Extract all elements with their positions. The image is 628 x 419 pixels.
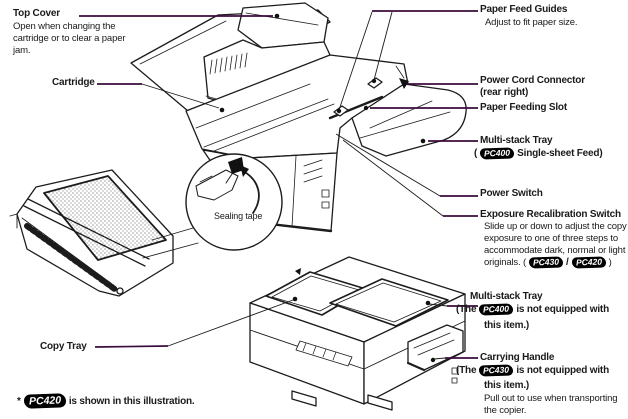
- carrying-handle-desc-2: the copier.: [484, 405, 527, 416]
- models-separator: /: [566, 257, 569, 268]
- leader-endpoint-dots: [219, 13, 436, 363]
- power-cord-connector-subtitle: (rear right): [480, 87, 529, 98]
- top-cover-desc-2: cartridge or to clear a paper: [13, 33, 126, 44]
- exposure-switch-desc-3: accommodate dark, normal or light: [484, 245, 626, 256]
- carrying-handle-label: Carrying Handle: [480, 352, 555, 363]
- top-cover-label: Top Cover: [13, 8, 60, 19]
- top-cover-desc-1: Open when changing the: [13, 21, 116, 32]
- multi-stack-tray-bottom-label: Multi-stack Tray: [470, 291, 543, 302]
- top-copier-illustration: [130, 2, 467, 233]
- pc430-badge: PC430: [479, 364, 514, 377]
- sealing-tape-callout: [142, 153, 283, 259]
- cartridge-label: Cartridge: [52, 77, 95, 88]
- models-post: ): [608, 257, 612, 268]
- exposure-switch-desc-2: exposure to one of three steps to: [484, 233, 618, 244]
- paper-feeding-slot-label: Paper Feeding Slot: [480, 102, 567, 113]
- carrying-handle-note: (The PC430 is not equipped with: [456, 364, 609, 377]
- pc420-badge: PC420: [571, 256, 606, 269]
- leader-lines: [79, 10, 478, 359]
- multi-stack-tray-bottom-note-cont: this item.): [484, 320, 530, 331]
- top-cover-desc-3: jam.: [13, 45, 31, 56]
- paper-feed-guides-label: Paper Feed Guides: [480, 4, 568, 15]
- copy-tray-label: Copy Tray: [40, 341, 87, 352]
- models-pre: originals. (: [484, 257, 527, 268]
- power-switch-label: Power Switch: [480, 188, 543, 199]
- leader-thin-lines: [141, 11, 448, 360]
- note-pre: (The: [456, 365, 477, 376]
- pc400-badge: PC400: [479, 147, 515, 160]
- multi-stack-tray-top-label: Multi-stack Tray: [480, 135, 553, 146]
- exposure-switch-desc-1: Slide up or down to adjust the copy: [484, 221, 627, 232]
- note-open-paren: (: [474, 148, 478, 159]
- footnote-marker: *: [17, 395, 21, 407]
- pc400-badge: PC400: [479, 303, 514, 316]
- bottom-copier-illustration: [249, 256, 466, 411]
- pc420-badge: PC420: [23, 393, 67, 409]
- exposure-switch-label: Exposure Recalibration Switch: [480, 209, 621, 220]
- footnote-text: is shown in this illustration.: [68, 395, 195, 407]
- pc430-badge: PC430: [528, 256, 564, 269]
- carrying-handle-desc-1: Pull out to use when transporting: [484, 393, 618, 404]
- note-post: is not equipped with: [516, 365, 609, 376]
- multi-stack-tray-top-note: ( PC400 Single-sheet Feed): [474, 147, 603, 160]
- power-cord-connector-label: Power Cord Connector: [480, 75, 585, 86]
- footnote: * PC420 is shown in this illustration.: [17, 393, 195, 409]
- note-pre: (The: [456, 304, 477, 315]
- paper-feed-guides-desc: Adjust to fit paper size.: [485, 17, 578, 28]
- note-post: is not equipped with: [516, 304, 609, 315]
- multi-stack-tray-bottom-note: (The PC400 is not equipped with: [456, 303, 609, 316]
- carrying-handle-note-cont: this item.): [484, 380, 530, 391]
- sealing-tape-label: Sealing tape: [214, 211, 263, 221]
- toner-cartridge-illustration: [9, 169, 174, 297]
- note-text: Single-sheet Feed): [517, 148, 603, 159]
- exposure-switch-models: originals. ( PC430 / PC420 ): [484, 256, 612, 269]
